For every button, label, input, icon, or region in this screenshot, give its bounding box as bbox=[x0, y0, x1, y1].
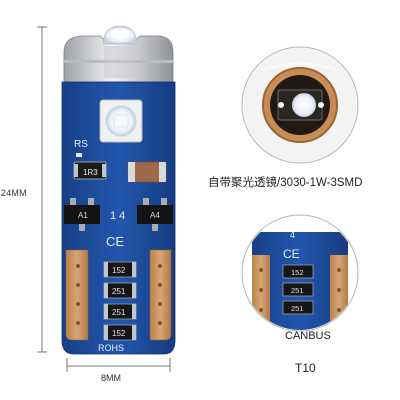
inset-resistor-3: 251 bbox=[282, 300, 314, 315]
diode-a1: A1 bbox=[64, 198, 100, 231]
lens-spec-caption: 自带聚光透镜/3030-1W-3SMD bbox=[208, 177, 363, 189]
canbus-closeup-inset: 4 CE 152 251 251 bbox=[241, 214, 359, 332]
resistor-152-top-label: 152 bbox=[112, 266, 126, 275]
lens-closeup-inset bbox=[241, 46, 359, 164]
resistor-152-bottom: 152 bbox=[103, 324, 137, 341]
board-number-marking: 1 4 bbox=[110, 210, 125, 222]
width-dimension-line bbox=[66, 358, 171, 372]
resistor-152-top: 152 bbox=[103, 261, 137, 278]
resistor-1r3-label: 1R3 bbox=[83, 168, 98, 177]
width-dimension-label: 8MM bbox=[101, 373, 121, 383]
resistor-251-b: 251 bbox=[103, 303, 137, 320]
diode-a4-label: A4 bbox=[150, 211, 160, 220]
inset-resistor-2: 251 bbox=[282, 282, 314, 297]
model-caption: T10 bbox=[295, 361, 316, 375]
height-dimension-label: 24MM bbox=[1, 188, 27, 198]
inset-resistor-1: 152 bbox=[282, 264, 314, 279]
copper-pad-left bbox=[65, 249, 89, 341]
height-dimension-line bbox=[37, 26, 47, 353]
inset-ce-mark: CE bbox=[283, 247, 300, 261]
t10-bulb: RS 1R3 A1 A4 1 4 CE bbox=[61, 25, 176, 355]
resistor-251-b-label: 251 bbox=[112, 308, 126, 317]
inset-resistor-3-label: 251 bbox=[291, 304, 304, 313]
diode-a1-label: A1 bbox=[78, 211, 88, 220]
inset-number-marking: 4 bbox=[290, 230, 295, 240]
ce-mark: CE bbox=[106, 234, 124, 249]
diode-a4: A4 bbox=[137, 198, 173, 231]
rs-marking: RS bbox=[74, 139, 88, 150]
resistor-251-a: 251 bbox=[103, 282, 137, 299]
canbus-caption: CANBUS bbox=[285, 330, 331, 342]
inset-resistor-1-label: 152 bbox=[291, 268, 304, 277]
copper-pad-right bbox=[149, 249, 172, 341]
resistor-251-a-label: 251 bbox=[112, 287, 126, 296]
inset-resistor-2-label: 251 bbox=[291, 286, 304, 295]
rohs-marking: ROHS bbox=[98, 343, 124, 353]
pcb-board bbox=[61, 81, 176, 355]
resistor-152-bottom-label: 152 bbox=[112, 329, 126, 338]
